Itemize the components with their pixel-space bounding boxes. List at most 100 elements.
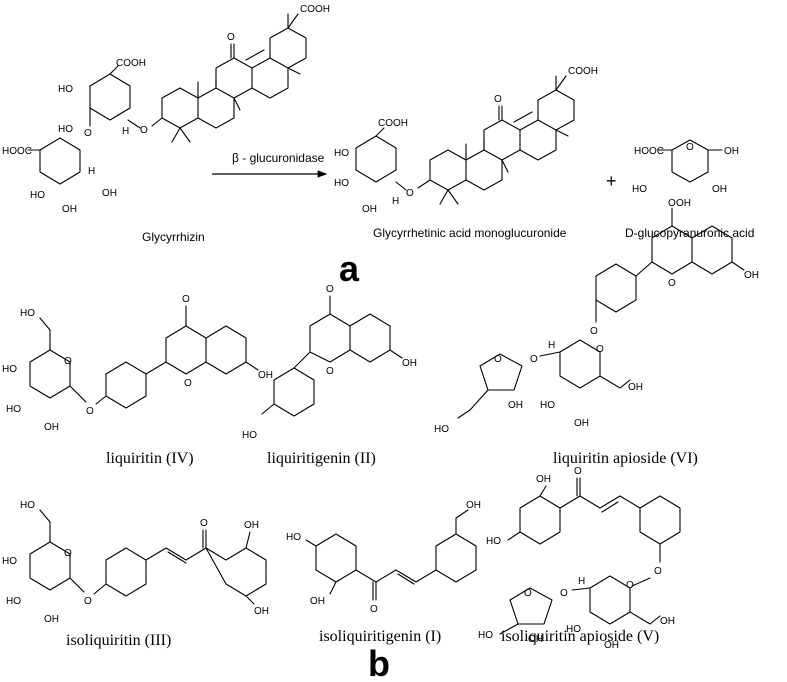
svg-text:COOH: COOH	[378, 118, 408, 129]
glycoside-o-label: O	[140, 125, 148, 136]
svg-text:O: O	[200, 518, 208, 529]
liquiritin-label: liquiritin (IV)	[106, 450, 194, 467]
svg-text:OH: OH	[528, 634, 543, 645]
svg-text:HO: HO	[540, 400, 555, 411]
svg-text:H: H	[88, 166, 95, 177]
svg-text:O: O	[182, 294, 190, 305]
svg-text:COOH: COOH	[568, 66, 598, 77]
liquiritigenin-structure: HO O O OH	[242, 284, 417, 441]
svg-text:O: O	[654, 566, 662, 577]
svg-text:O: O	[668, 278, 676, 289]
isoliquiritigenin-structure: HO OH O OH	[286, 500, 481, 615]
svg-text:H: H	[392, 196, 399, 207]
svg-text:O: O	[64, 356, 72, 367]
svg-text:H: H	[548, 340, 555, 351]
svg-text:OH: OH	[62, 204, 77, 215]
svg-text:HO: HO	[58, 124, 73, 135]
svg-text:O: O	[84, 596, 92, 607]
svg-text:HO: HO	[478, 630, 493, 641]
svg-text:OH: OH	[508, 400, 523, 411]
svg-text:OH: OH	[574, 418, 589, 429]
svg-text:O: O	[574, 466, 582, 477]
gamg-structure: O COOH O COOH HO HO OH H	[334, 66, 598, 215]
svg-text:HO: HO	[486, 536, 501, 547]
svg-text:OH: OH	[628, 382, 643, 393]
svg-text:O: O	[590, 326, 598, 337]
svg-text:OH: OH	[362, 204, 377, 215]
isoliquiritin-structure: HO O HO HO OH O O OH OH	[2, 500, 269, 625]
isoliquiritin-apioside-label: isoliquiritin apioside (V)	[501, 628, 659, 645]
svg-text:HO: HO	[632, 184, 647, 195]
svg-text:HO: HO	[334, 148, 349, 159]
svg-text:OH: OH	[254, 606, 269, 617]
panel-b: HO O HO HO OH O O O OH liquiritin (IV) H…	[2, 198, 759, 682]
glycyrrhizin-structure: O COOH O COOH HO HO H O HOOC H	[2, 4, 330, 215]
svg-text:HOOC: HOOC	[634, 146, 664, 157]
liquiritin-apioside-structure: O O O OH O H O O HO OH HO OH OH	[434, 198, 759, 435]
panel-a: O COOH O COOH HO HO H O HOOC H	[2, 4, 754, 289]
svg-text:O: O	[326, 284, 334, 295]
svg-text:O: O	[530, 354, 538, 365]
svg-text:OH: OH	[258, 370, 273, 381]
svg-text:H: H	[578, 576, 585, 587]
svg-text:O: O	[560, 588, 568, 599]
svg-text:O: O	[326, 366, 334, 377]
isoliquiritigenin-label: isoliquiritigenin (I)	[319, 628, 441, 645]
svg-text:HO: HO	[434, 424, 449, 435]
glucuronic-acid-structure: HOOC O OH HO OH OH	[632, 139, 739, 209]
svg-text:OH: OH	[676, 198, 691, 209]
svg-text:HO: HO	[334, 178, 349, 189]
svg-text:HO: HO	[6, 596, 21, 607]
svg-text:HO: HO	[566, 624, 581, 635]
panel-a-letter: a	[339, 248, 360, 289]
svg-text:OH: OH	[102, 188, 117, 199]
svg-text:HO: HO	[242, 430, 257, 441]
glucuronic-acid-label: D-glucopyranuronic acid	[625, 226, 754, 240]
svg-text:O: O	[370, 604, 378, 615]
svg-text:OH: OH	[660, 616, 675, 627]
svg-text:OH: OH	[44, 422, 59, 433]
svg-text:O: O	[184, 378, 192, 389]
svg-text:H: H	[122, 126, 129, 137]
svg-text:O: O	[524, 588, 532, 599]
svg-text:O: O	[626, 580, 634, 591]
isoliquiritin-label: isoliquiritin (III)	[66, 632, 171, 649]
top-cooh-label: COOH	[300, 4, 330, 15]
svg-text:O: O	[668, 198, 676, 209]
svg-text:HO: HO	[58, 84, 73, 95]
svg-text:HO: HO	[6, 404, 21, 415]
svg-text:O: O	[494, 94, 502, 105]
svg-text:OH: OH	[724, 146, 739, 157]
upper-sugar-cooh-label: COOH	[116, 58, 146, 69]
ketone-o-label: O	[227, 32, 235, 43]
lower-sugar-hooc-label: HOOC	[2, 146, 32, 157]
liquiritin-apioside-label: liquiritin apioside (VI)	[553, 450, 698, 467]
svg-text:HO: HO	[2, 364, 17, 375]
svg-text:O: O	[686, 142, 694, 153]
isoliquiritin-apioside-structure: OH HO O O O H O O HO OH HO OH OH	[478, 466, 681, 651]
svg-text:OH: OH	[536, 474, 551, 485]
svg-text:O: O	[406, 188, 414, 199]
enzyme-label: β - glucuronidase	[232, 151, 325, 165]
svg-text:OH: OH	[402, 358, 417, 369]
liquiritigenin-label: liquiritigenin (II)	[267, 450, 376, 467]
svg-text:HO: HO	[20, 308, 35, 319]
svg-text:O: O	[64, 548, 72, 559]
svg-text:HO: HO	[286, 532, 301, 543]
svg-text:HO: HO	[30, 190, 45, 201]
svg-text:OH: OH	[604, 640, 619, 651]
svg-text:OH: OH	[310, 596, 325, 607]
svg-text:O: O	[494, 354, 502, 365]
svg-text:OH: OH	[744, 270, 759, 281]
liquiritin-structure: HO O HO HO OH O O O OH	[2, 294, 273, 433]
svg-text:O: O	[84, 128, 92, 139]
svg-text:OH: OH	[712, 184, 727, 195]
gamg-label: Glycyrrhetinic acid monoglucuronide	[373, 226, 567, 240]
plus-sign: +	[606, 171, 617, 191]
svg-text:OH: OH	[244, 520, 259, 531]
svg-text:HO: HO	[2, 556, 17, 567]
svg-text:OH: OH	[466, 500, 481, 511]
svg-text:O: O	[596, 344, 604, 355]
svg-text:OH: OH	[44, 614, 59, 625]
svg-text:O: O	[86, 406, 94, 417]
